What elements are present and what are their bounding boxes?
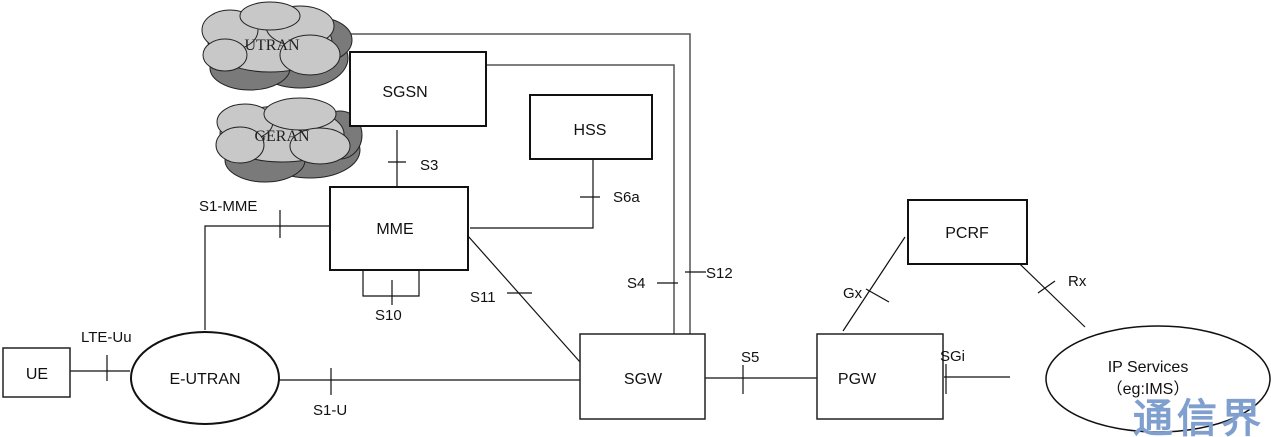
link-pgw-pcrf-gx: [842, 236, 906, 332]
pcrf-label: PCRF: [945, 225, 989, 242]
label-gx: Gx: [843, 285, 863, 302]
cloud-utran[interactable]: UTRAN: [201, 1, 353, 91]
node-pgw[interactable]: PGW: [816, 333, 944, 420]
mme-label: MME: [376, 221, 413, 238]
link-sgsn-sgw-s4: [486, 64, 675, 334]
node-sgsn[interactable]: SGSN: [349, 51, 487, 127]
link-utran-sgw-s12: [345, 33, 691, 334]
label-rx: Rx: [1068, 273, 1087, 290]
label-s6a: S6a: [613, 189, 640, 206]
connections: [70, 33, 1086, 395]
link-hss-mme-s6a: [470, 159, 594, 229]
node-sgw[interactable]: SGW: [579, 333, 706, 420]
label-s1-u: S1-U: [313, 402, 347, 419]
ip-services-label: IP Services: [1108, 359, 1189, 376]
node-eutran[interactable]: E-UTRAN: [130, 331, 280, 425]
utran-label: UTRAN: [244, 37, 300, 54]
ip-services-sub-label: （eg:IMS）: [1107, 380, 1190, 398]
node-ip-services[interactable]: IP Services （eg:IMS）: [1045, 325, 1271, 433]
node-mme[interactable]: MME: [329, 186, 469, 271]
tick-rx: [1037, 280, 1056, 294]
cloud-geran[interactable]: GERAN: [215, 97, 363, 183]
label-s10: S10: [375, 307, 402, 324]
label-lte-uu: LTE-Uu: [81, 329, 132, 346]
sgw-label: SGW: [624, 371, 663, 388]
label-s5: S5: [741, 349, 759, 366]
geran-label: GERAN: [254, 128, 310, 145]
pgw-label: PGW: [838, 371, 877, 388]
link-mme-eutran-s1mme: [204, 225, 333, 330]
node-ue[interactable]: UE: [2, 347, 71, 398]
node-pcrf[interactable]: PCRF: [907, 199, 1028, 265]
hss-label: HSS: [574, 122, 607, 139]
link-mme-sgw-s11: [459, 226, 581, 363]
interface-labels: S3 S6a S1-MME S10 S11 S4 S12 LTE-Uu S1-U…: [81, 157, 1087, 419]
sgsn-label: SGSN: [382, 84, 427, 101]
link-mme-s10-loop: [362, 270, 420, 297]
eutran-label: E-UTRAN: [169, 371, 240, 388]
label-s4: S4: [627, 275, 645, 292]
label-sgi: SGi: [940, 348, 965, 365]
label-s12: S12: [706, 265, 733, 282]
ue-label: UE: [26, 366, 48, 383]
tick-gx: [865, 288, 890, 303]
label-s11: S11: [470, 289, 496, 306]
label-s1-mme: S1-MME: [199, 198, 257, 215]
watermark: 通信界: [1133, 395, 1265, 437]
node-hss[interactable]: HSS: [529, 94, 653, 160]
label-s3: S3: [420, 157, 438, 174]
